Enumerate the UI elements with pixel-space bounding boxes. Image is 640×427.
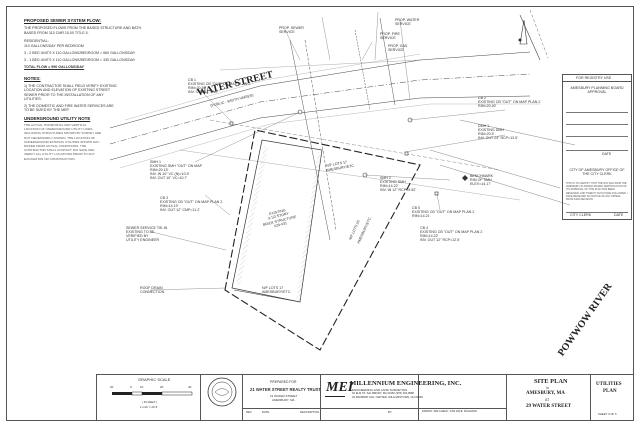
note-line: LOCATION AND ELEVATION OF EXISTING STREE… [24,88,111,93]
catch-basin-cb-5 [434,191,439,196]
registry-block [562,74,632,220]
benchmark-symbol [462,175,468,181]
registry-divider [562,81,632,82]
tb-divider [200,374,201,421]
drawn-checked-info: DRAWN: JSM CHECK: SJW DATE: 06/12/2020 [422,410,477,413]
firm-sub: ENGINEERING AND LAND SURVEYING [352,388,408,392]
graphic-scale-bar [112,391,193,396]
sewer-flow-heading: PROPOSED SEWER SYSTEM FLOW: [24,18,102,23]
note-line: THE PROPOSED FLOWS FROM THE BASED STRUCT… [24,26,143,30]
rev-header: DESCRIPTION [300,410,320,414]
rev-table-top [242,408,506,409]
note-line: UTILITIES. [24,97,42,102]
sewer-line [304,39,337,231]
tb-divider [506,374,507,421]
sheet-address: 29 WATER STREET [526,404,572,409]
clerk-date-label: DATE [614,213,624,217]
plan-type-plan: PLAN [603,389,617,394]
clerk-title: CITY OF AMESBURY OFFICE OF THE CITY CLER… [569,168,625,177]
client-address-line: AMESBURY, MA [272,398,295,402]
gas-line [354,29,371,111]
scale-tick: 0 [130,385,132,389]
catch-basin-cb-1 [229,121,234,126]
note-line: SEWER PRIOR TO THE INSTALLATION OF ANY [24,92,104,97]
rev-header: REV [246,410,252,414]
note-line: 3 - 1 BED UNITS X 110 GALLONS/BEDROOM = … [24,58,136,62]
property-line [224,129,421,351]
note-line: 3 - 2 BED UNITS X 110 GALLONS/BEDROOM = … [24,51,136,55]
prepared-for-label: PREPARED FOR [270,380,297,384]
tb-divider [590,374,591,421]
note-line: RESIDENTIAL: [24,39,49,43]
city-clerk-label: CITY CLERK [570,213,592,217]
logo-underline [325,396,345,397]
water-line [289,39,331,241]
scale-tick: 20 [160,385,164,389]
notes-heading: NOTES: [24,76,41,81]
signature-line [566,124,628,125]
firm-name: MILLENNIUM ENGINEERING, INC. [350,380,462,387]
north-arrow [519,19,528,45]
note-line: 2) THE DOMESTIC AND FIRE WATER SERVICES … [24,104,114,108]
client-name: 21 WATER STREET REALTY TRUST [250,387,321,392]
rev-header: BY [388,410,392,414]
board-date-label: DATE [602,152,612,156]
scale-tick: 10 [140,385,144,389]
scale-units: ( IN FEET ) [142,400,158,404]
street-edge-south [109,95,531,161]
scale-ratio: 1 inch = 20 ft. [140,405,159,409]
building-footprint [231,139,323,303]
street-edge-north [109,51,531,129]
sheet-in: in [546,386,549,390]
firm-logo: MEI [326,380,354,395]
scale-tick: 40 [188,385,192,389]
tb-divider [242,374,243,421]
street-centerline [109,73,531,145]
tb-divider [320,374,321,421]
catch-basin-cb-2 [404,151,409,156]
signature-line [566,136,628,137]
scale-tick: 20 [110,385,114,389]
title-block [96,374,634,421]
underground-heading: UNDERGROUND UTILITY NOTE [24,116,91,121]
note-line: 110 GALLONS/DAY PER BEDROOM [24,43,84,48]
signature-line [566,150,628,151]
note-line: TO BE SIZED BY THE MEP. [24,108,70,113]
engineer-seal [207,377,237,407]
client-address-line: 21 WATER STREET [270,394,298,398]
rev-header: DATE [262,410,270,414]
registry-header: FOR REGISTRY USE [576,76,612,80]
tb-divider [418,374,419,421]
firm-address-line: 33 RAMPART HILL CENTER, WILLIAMSTOWN, NH… [352,396,423,399]
firm-address-line: 62 ELM ST. SALISBURY, MA 01952 (978) 463… [352,392,415,395]
plan-type-utilities: UTILITIES [596,382,622,387]
note-line: 1) THE CONTRACTOR SHALL FIELD VERIFY EXI… [24,84,117,88]
river-bank [429,119,576,206]
sheet-town: AMESBURY, MA [526,391,565,396]
sheet-title: SITE PLAN [534,378,568,385]
note-line: BASED FROM 310 CMR 15.00 TITLE 5. [24,30,89,35]
clerk-text: THIS IS TO CERTIFY THAT THE NOTICE FROM … [566,182,628,202]
graphic-scale-label: GRAPHIC SCALE [138,377,171,382]
signature-line [566,112,628,113]
total-flow: TOTAL FLOW = 990 GALLONS/DAY [24,65,85,69]
sheet-at: AT [545,398,550,402]
clerk-signature-line [566,212,628,213]
sheet-number: SHEET 3 OF 5 [598,412,617,416]
underground-text: THE ACTUAL HORIZONTAL AND VERTICAL LOCAT… [24,123,102,161]
board-title: AMESBURY PLANNING BOARD APPROVAL [570,86,624,95]
